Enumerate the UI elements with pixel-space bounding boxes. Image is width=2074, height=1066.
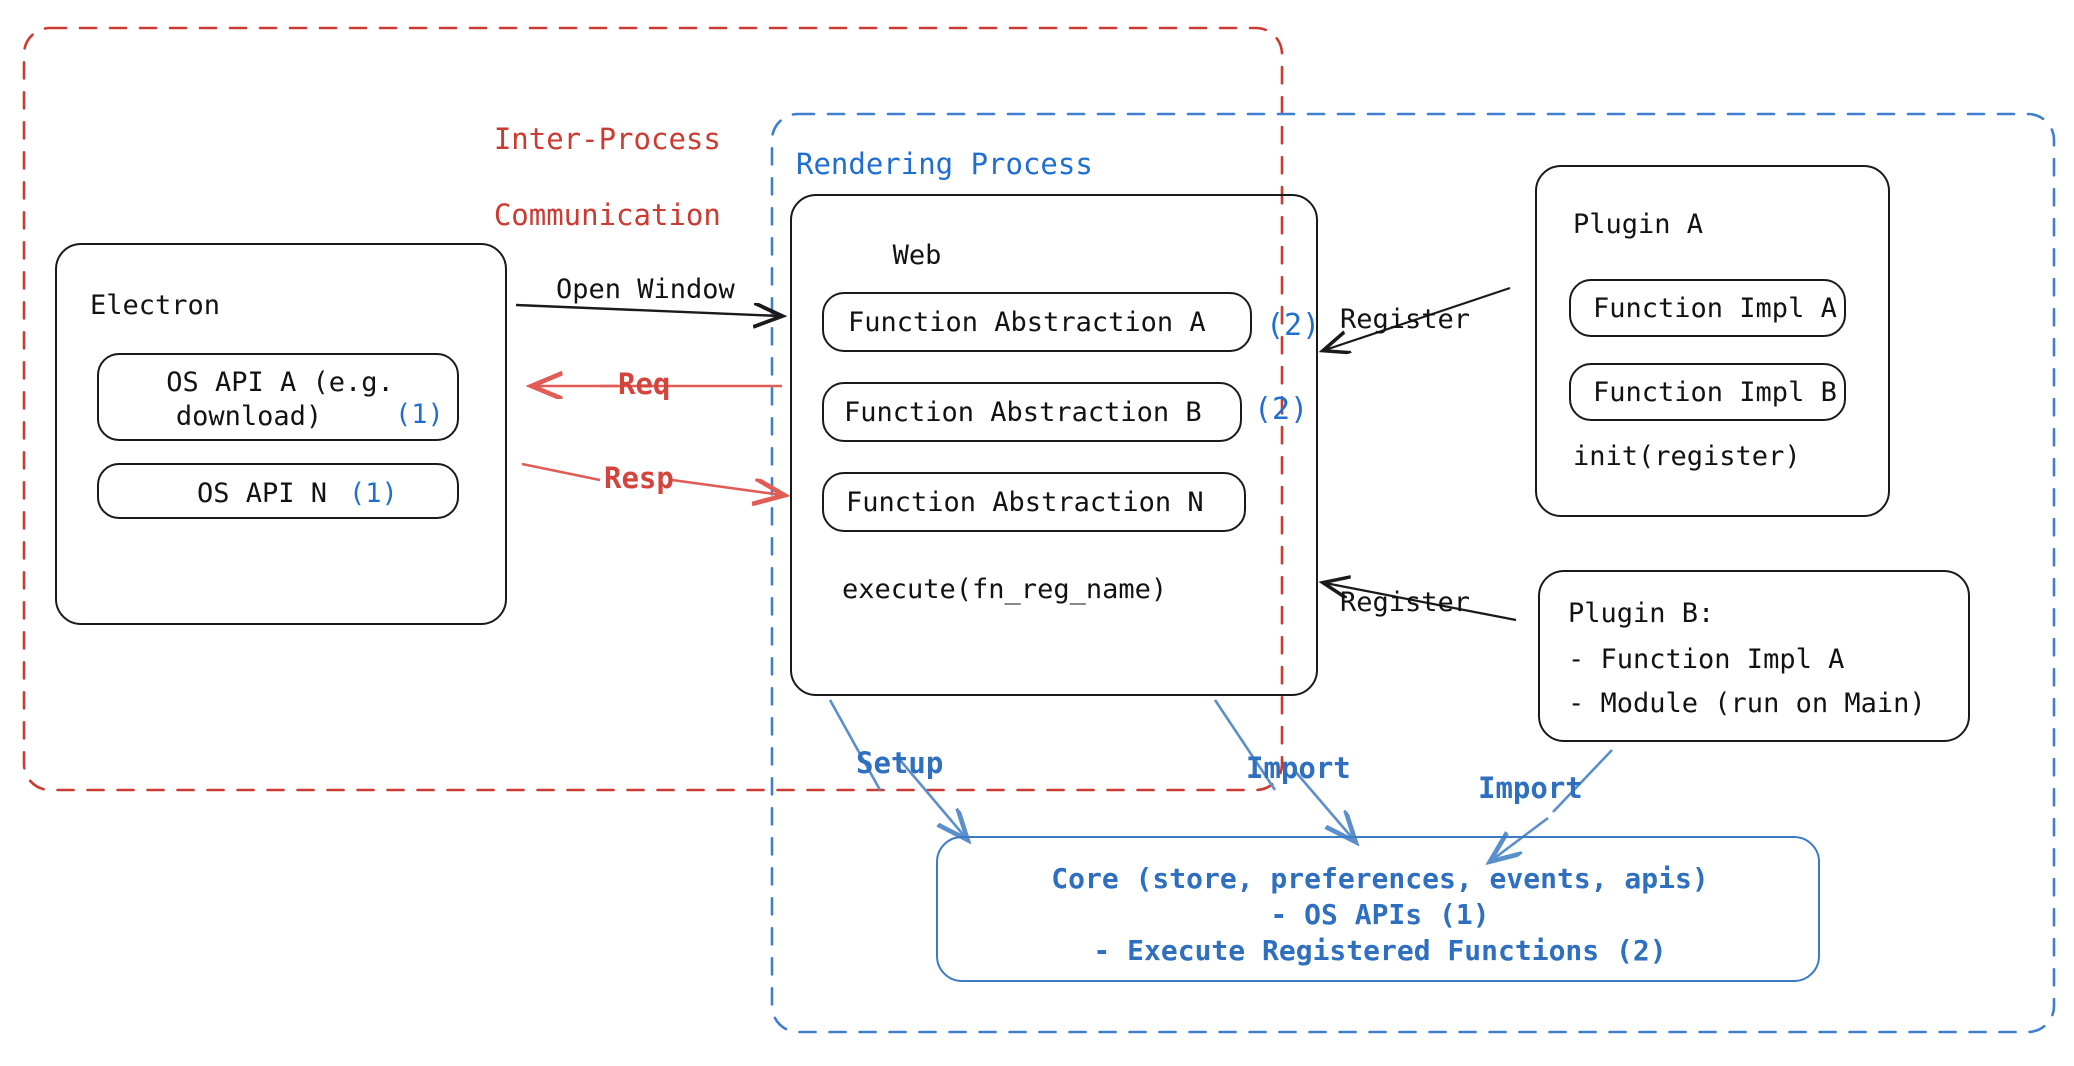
function-abstraction-a-box[interactable]: Function Abstraction A <box>822 292 1252 352</box>
core-line-3: - Execute Registered Functions (2) <box>1093 934 1667 967</box>
import-plugin-b-label: Import <box>1478 771 1583 805</box>
os-api-n-marker: (1) <box>349 478 398 509</box>
register-plugin-a-label: Register <box>1340 304 1471 335</box>
os-api-a-marker: (1) <box>395 399 444 430</box>
function-abstraction-b-box[interactable]: Function Abstraction B <box>822 382 1242 442</box>
ipc-container-label: Inter-Process Communication <box>424 82 721 272</box>
function-abstraction-n-label: Function Abstraction N <box>846 487 1204 518</box>
import-web-label: Import <box>1246 751 1351 785</box>
ipc-label-line1: Inter-Process <box>493 122 721 156</box>
function-abstraction-a-marker: (2) <box>1266 308 1321 343</box>
os-api-a-line2: download) <box>175 401 323 432</box>
plugin-b-line-2: - Module (run on Main) <box>1568 688 1926 719</box>
os-api-a-box[interactable]: OS API A (e.g. download) <box>97 353 459 441</box>
resp-label: Resp <box>604 461 674 495</box>
web-title: Web <box>892 240 942 271</box>
core-line-2: - OS APIs (1) <box>1270 898 1490 931</box>
plugin-b-title: Plugin B: <box>1568 598 1715 629</box>
electron-title: Electron <box>90 290 221 321</box>
web-node[interactable]: Web Function Abstraction A (2) Function … <box>790 194 1321 696</box>
function-impl-b-label: Function Impl B <box>1593 377 1837 408</box>
os-api-n-label: OS API N <box>197 478 328 509</box>
plugin-a-title: Plugin A <box>1573 209 1704 240</box>
web-execute-label: execute(fn_reg_name) <box>842 574 1168 605</box>
function-impl-b-box[interactable]: Function Impl B <box>1569 363 1846 421</box>
os-api-n-box[interactable]: OS API N (1) <box>97 463 459 519</box>
plugin-b-line-1: - Function Impl A <box>1568 644 1845 675</box>
function-impl-a-box[interactable]: Function Impl A <box>1569 279 1846 337</box>
electron-node[interactable]: Electron OS API A (e.g. download) (1) OS… <box>55 243 507 625</box>
core-node[interactable]: Core (store, preferences, events, apis) … <box>936 836 1820 982</box>
function-abstraction-a-label: Function Abstraction A <box>848 307 1206 338</box>
open-window-label: Open Window <box>556 274 735 305</box>
function-impl-a-label: Function Impl A <box>1593 293 1837 324</box>
function-abstraction-n-box[interactable]: Function Abstraction N <box>822 472 1246 532</box>
function-abstraction-b-label: Function Abstraction B <box>844 397 1202 428</box>
rendering-process-label: Rendering Process <box>796 147 1093 181</box>
plugin-a-node[interactable]: Plugin A Function Impl A Function Impl B… <box>1535 165 1890 517</box>
function-abstraction-b-marker: (2) <box>1254 392 1309 427</box>
ipc-label-line2: Communication <box>493 198 721 232</box>
req-label: Req <box>618 367 671 401</box>
setup-label: Setup <box>856 746 944 780</box>
os-api-a-line1: OS API A (e.g. <box>166 367 394 398</box>
register-plugin-b-label: Register <box>1340 587 1471 618</box>
plugin-a-init-label: init(register) <box>1573 441 1801 472</box>
plugin-b-node[interactable]: Plugin B: - Function Impl A - Module (ru… <box>1538 570 1970 742</box>
core-line-1: Core (store, preferences, events, apis) <box>1051 862 1709 895</box>
